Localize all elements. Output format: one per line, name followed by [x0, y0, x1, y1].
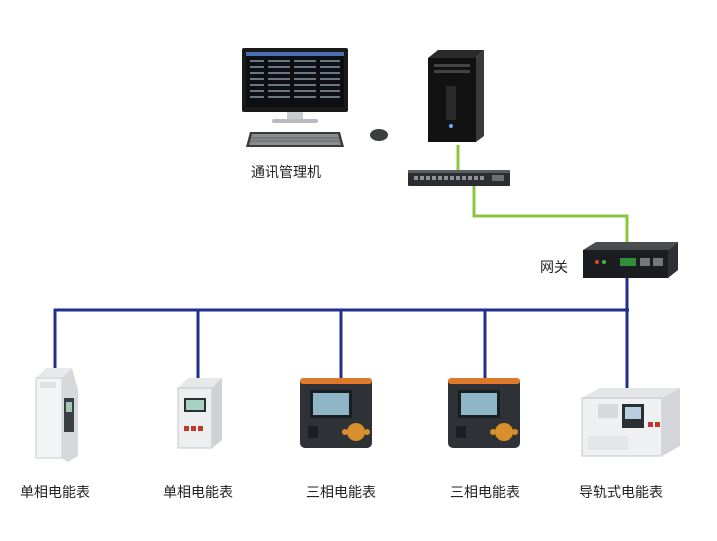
meter-2-label: 单相电能表	[163, 485, 233, 501]
rs485-bus	[53, 278, 629, 388]
meter-5-device-icon	[581, 388, 680, 457]
network-switch-icon	[408, 170, 510, 186]
meter-3-device-icon	[300, 378, 372, 448]
ethernet-links	[456, 145, 629, 248]
keyboard-icon	[246, 132, 344, 147]
meter-4-label: 三相电能表	[450, 485, 520, 501]
monitor-icon	[242, 48, 348, 123]
comm-management-pc-label: 通讯管理机	[251, 165, 321, 181]
meter-4-device-icon	[448, 378, 520, 448]
meter-1-label: 单相电能表	[20, 485, 90, 501]
meter-2-device-icon	[177, 378, 222, 449]
meter-3-label: 三相电能表	[306, 485, 376, 501]
switch-to-gateway-link	[472, 186, 629, 248]
server-icon	[428, 50, 484, 142]
meter-5-label: 导轨式电能表	[579, 485, 663, 501]
meter-1-device-icon	[35, 368, 78, 462]
mouse-icon	[370, 129, 388, 141]
gateway-label: 网关	[540, 260, 568, 276]
gateway-device-icon	[583, 242, 678, 278]
